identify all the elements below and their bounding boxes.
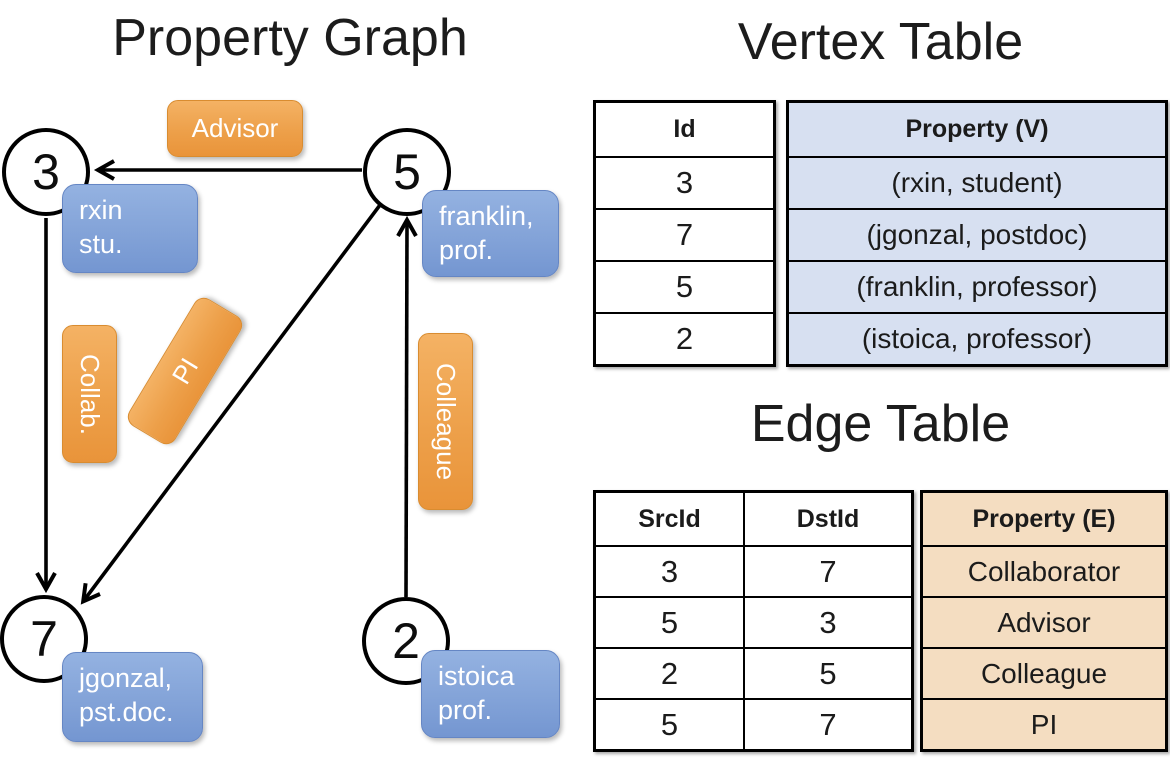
vertex-property-box-franklin: franklin, prof. bbox=[422, 190, 559, 277]
edge-table-title: Edge Table bbox=[750, 395, 1011, 453]
node-id-label: 5 bbox=[393, 144, 421, 200]
graph-edges-layer bbox=[35, 159, 418, 605]
edge-table-cell-dstid: 3 bbox=[743, 596, 911, 647]
vertex-table-title: Vertex Table bbox=[737, 13, 1024, 71]
edge-table-header-dstid: DstId bbox=[743, 493, 911, 545]
edge-table-cell-dstid: 7 bbox=[743, 698, 911, 749]
property-graph-title: Property Graph bbox=[112, 9, 468, 67]
edge-table-header-property: Property (E) bbox=[923, 493, 1165, 545]
edge-table-cell-srcid: 2 bbox=[596, 647, 743, 698]
vertex-table-cell-id: 7 bbox=[596, 208, 773, 260]
vertex-table-cell-property: (istoica, professor) bbox=[789, 312, 1165, 364]
edge-label-collab: Collab. bbox=[62, 325, 117, 463]
edge-table-cell-dstid: 7 bbox=[743, 545, 911, 596]
node-id-label: 3 bbox=[32, 144, 60, 200]
edge-table-cell-dstid: 5 bbox=[743, 647, 911, 698]
vertex-property-line: stu. bbox=[79, 229, 123, 259]
edge-table-cell-property: Advisor bbox=[923, 596, 1165, 647]
vertex-table-cell-id: 3 bbox=[596, 156, 773, 208]
vertex-property-line: prof. bbox=[439, 235, 494, 265]
edge-label-colleague: Colleague bbox=[418, 333, 473, 510]
vertex-table-header-property: Property (V) bbox=[789, 103, 1165, 156]
vertex-property-line: pst.doc. bbox=[79, 697, 174, 727]
edge-label-text: Collab. bbox=[75, 353, 105, 435]
edge-table-src-dst-columns: SrcId DstId 3 7 5 3 2 5 5 7 bbox=[593, 490, 914, 752]
vertex-table-cell-id: 5 bbox=[596, 260, 773, 312]
edge-table-cell-srcid: 3 bbox=[596, 545, 743, 596]
vertex-table-cell-property: (rxin, student) bbox=[789, 156, 1165, 208]
vertex-property-box-istoica: istoica prof. bbox=[421, 650, 560, 738]
vertex-property-line: franklin, bbox=[439, 201, 534, 231]
vertex-property-box-jgonzal: jgonzal, pst.doc. bbox=[62, 652, 203, 742]
vertex-property-line: prof. bbox=[438, 695, 493, 725]
vertex-table-id-column: Id 3 7 5 2 bbox=[593, 100, 776, 367]
vertex-table-cell-id: 2 bbox=[596, 312, 773, 364]
edge-table-property-column: Property (E) Collaborator Advisor Collea… bbox=[920, 490, 1168, 752]
vertex-property-line: jgonzal, bbox=[79, 663, 173, 693]
edge-colleague-2-to-5 bbox=[396, 215, 418, 598]
edge-label-text: Colleague bbox=[431, 362, 461, 481]
vertex-property-line: rxin bbox=[79, 195, 123, 225]
edge-table-cell-property: Collaborator bbox=[923, 545, 1165, 596]
vertex-property-box-rxin: rxin stu. bbox=[62, 184, 198, 273]
edge-table-cell-property: PI bbox=[923, 698, 1165, 749]
node-id-label: 7 bbox=[30, 611, 58, 667]
graph-node-2: 2 bbox=[362, 597, 450, 685]
vertex-table-cell-property: (franklin, professor) bbox=[789, 260, 1165, 312]
vertex-table-property-column: Property (V) (rxin, student) (jgonzal, p… bbox=[786, 100, 1168, 367]
edge-table-header-srcid: SrcId bbox=[638, 504, 701, 533]
edge-label-text: Advisor bbox=[191, 113, 279, 143]
vertex-table-header-id: Id bbox=[673, 115, 696, 143]
edge-table-cell-property: Colleague bbox=[923, 647, 1165, 698]
edge-table-cell-srcid: 5 bbox=[596, 698, 743, 749]
edge-table-cell-srcid: 5 bbox=[596, 596, 743, 647]
edge-pi-5-to-7 bbox=[80, 199, 385, 605]
vertex-property-line: istoica bbox=[438, 661, 515, 691]
edge-label-text: PI bbox=[165, 352, 204, 390]
edge-label-advisor: Advisor bbox=[167, 100, 303, 157]
vertex-table-cell-property: (jgonzal, postdoc) bbox=[789, 208, 1165, 260]
graph-node-5: 5 bbox=[363, 128, 451, 216]
node-id-label: 2 bbox=[392, 613, 420, 669]
